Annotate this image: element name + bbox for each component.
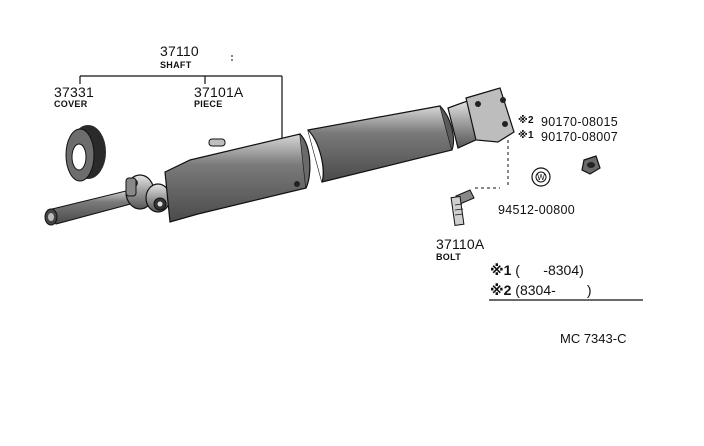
legend-row-2: ※2 (8304- )	[490, 283, 592, 297]
piece-part	[208, 138, 226, 147]
legend-row-2-mark: ※2	[490, 282, 512, 298]
cover-ring	[65, 125, 106, 182]
legend-row-1-range: ( -8304)	[515, 262, 584, 278]
bolt-variant-2-mark: ※2	[518, 115, 534, 126]
bolt-part-number: 37110A	[436, 236, 485, 252]
legend-row-2-range: (8304- )	[515, 282, 592, 298]
piece-part-name: PIECE	[194, 99, 223, 109]
shaft-part-number: 37110	[160, 43, 199, 59]
rear-universal-joint	[447, 87, 515, 149]
bolt-variant-1-number: 90170-08007	[541, 130, 618, 144]
rear-shaft-tube	[307, 105, 454, 183]
front-slip-yoke	[44, 189, 139, 226]
cover-part-name: COVER	[54, 99, 88, 109]
washer-part: W	[531, 167, 551, 187]
bolt-variant-1-mark: ※1	[518, 130, 534, 141]
svg-text:W: W	[537, 173, 545, 182]
bolt-part	[450, 189, 475, 226]
shaft-part-name: SHAFT	[160, 60, 192, 70]
washer-part-number: 94512-00800	[498, 203, 575, 217]
shaft-leader	[79, 75, 283, 138]
front-universal-joint	[125, 174, 171, 213]
bolt-variant-2-number: 90170-08015	[541, 115, 618, 129]
legend-row-1-mark: ※1	[490, 262, 512, 278]
front-shaft-tube	[164, 133, 311, 223]
bolt-part-name: BOLT	[436, 252, 462, 262]
cover-part-number: 37331	[54, 84, 94, 100]
diagram-code: MC 7343-C	[560, 331, 627, 346]
nut-part	[581, 155, 601, 175]
piece-part-number: 37101A	[194, 84, 244, 100]
legend-row-1: ※1 ( -8304)	[490, 263, 584, 277]
